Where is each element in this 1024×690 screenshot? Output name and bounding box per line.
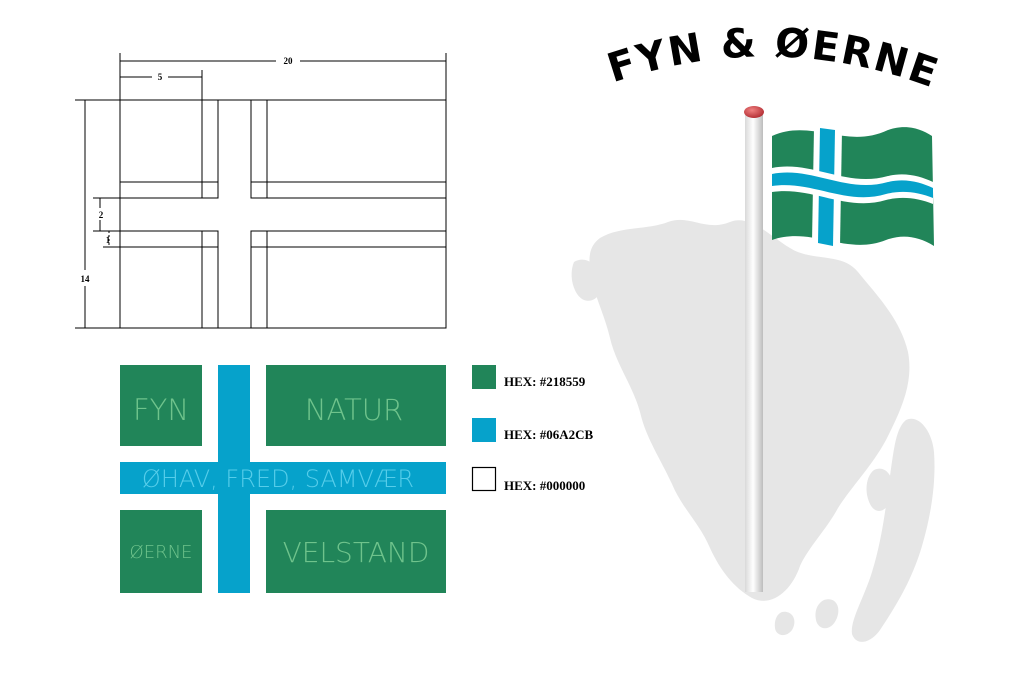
- flag-word-stripe: ØHAV, FRED, SAMVÆR: [142, 465, 414, 493]
- flag-word-top-left: FYN: [133, 393, 189, 427]
- dimension-stripe-width: [103, 231, 120, 248]
- pole-shaft: [745, 114, 763, 592]
- legend-label-green: HEX: #218559: [504, 374, 586, 389]
- flag-word-top-right: NATUR: [305, 393, 403, 427]
- stripe-top-left: [201, 99, 219, 199]
- pole-knob: [744, 106, 764, 118]
- stripe-right-bottom: [250, 230, 447, 248]
- legend-label-blue: HEX: #06A2CB: [504, 427, 594, 442]
- flagpole: [744, 106, 764, 592]
- color-legend: HEX: #218559 HEX: #06A2CB HEX: #000000: [471, 365, 594, 493]
- stripe-bottom-right: [250, 230, 268, 329]
- stripe-left-top: [119, 181, 219, 199]
- flag-word-bottom-right: VELSTAND: [283, 536, 430, 569]
- page-title: FYN & ØERNE: [602, 20, 945, 97]
- page-title-text: FYN & ØERNE: [602, 20, 943, 97]
- legend-swatch-blue: [472, 418, 496, 442]
- flag-outline: [119, 99, 447, 329]
- flag-technical-drawing: [75, 53, 447, 329]
- legend-swatch-white: [471, 466, 497, 492]
- stripe-left-bottom: [119, 230, 219, 248]
- waving-blue-horizontal: [772, 172, 933, 198]
- blue-cross-horizontal: [120, 462, 446, 494]
- stripe-bottom-left: [201, 230, 219, 329]
- stripe-top-right: [250, 99, 268, 199]
- legend-swatch-green: [472, 365, 496, 389]
- dimension-label-cross-gap: 2: [99, 210, 104, 220]
- annotated-flag: FYN NATUR ØHAV, FRED, SAMVÆR ØERNE VELST…: [120, 365, 446, 593]
- dimension-canton-width: [120, 70, 203, 100]
- dimension-label-canton-width: 5: [158, 72, 163, 82]
- dimension-label-stripe-width: 1: [106, 235, 111, 245]
- waving-flag: [772, 127, 934, 246]
- dimension-cross-gap: [93, 197, 120, 232]
- stripe-right-top: [250, 181, 447, 199]
- panel-top-left: [119, 99, 203, 183]
- flag-word-bottom-left: ØERNE: [130, 542, 193, 563]
- dimension-label-total-height: 14: [81, 274, 91, 284]
- dimension-total-height: [75, 99, 120, 329]
- legend-label-white: HEX: #000000: [504, 478, 585, 493]
- dimension-label-total-width: 20: [284, 56, 294, 66]
